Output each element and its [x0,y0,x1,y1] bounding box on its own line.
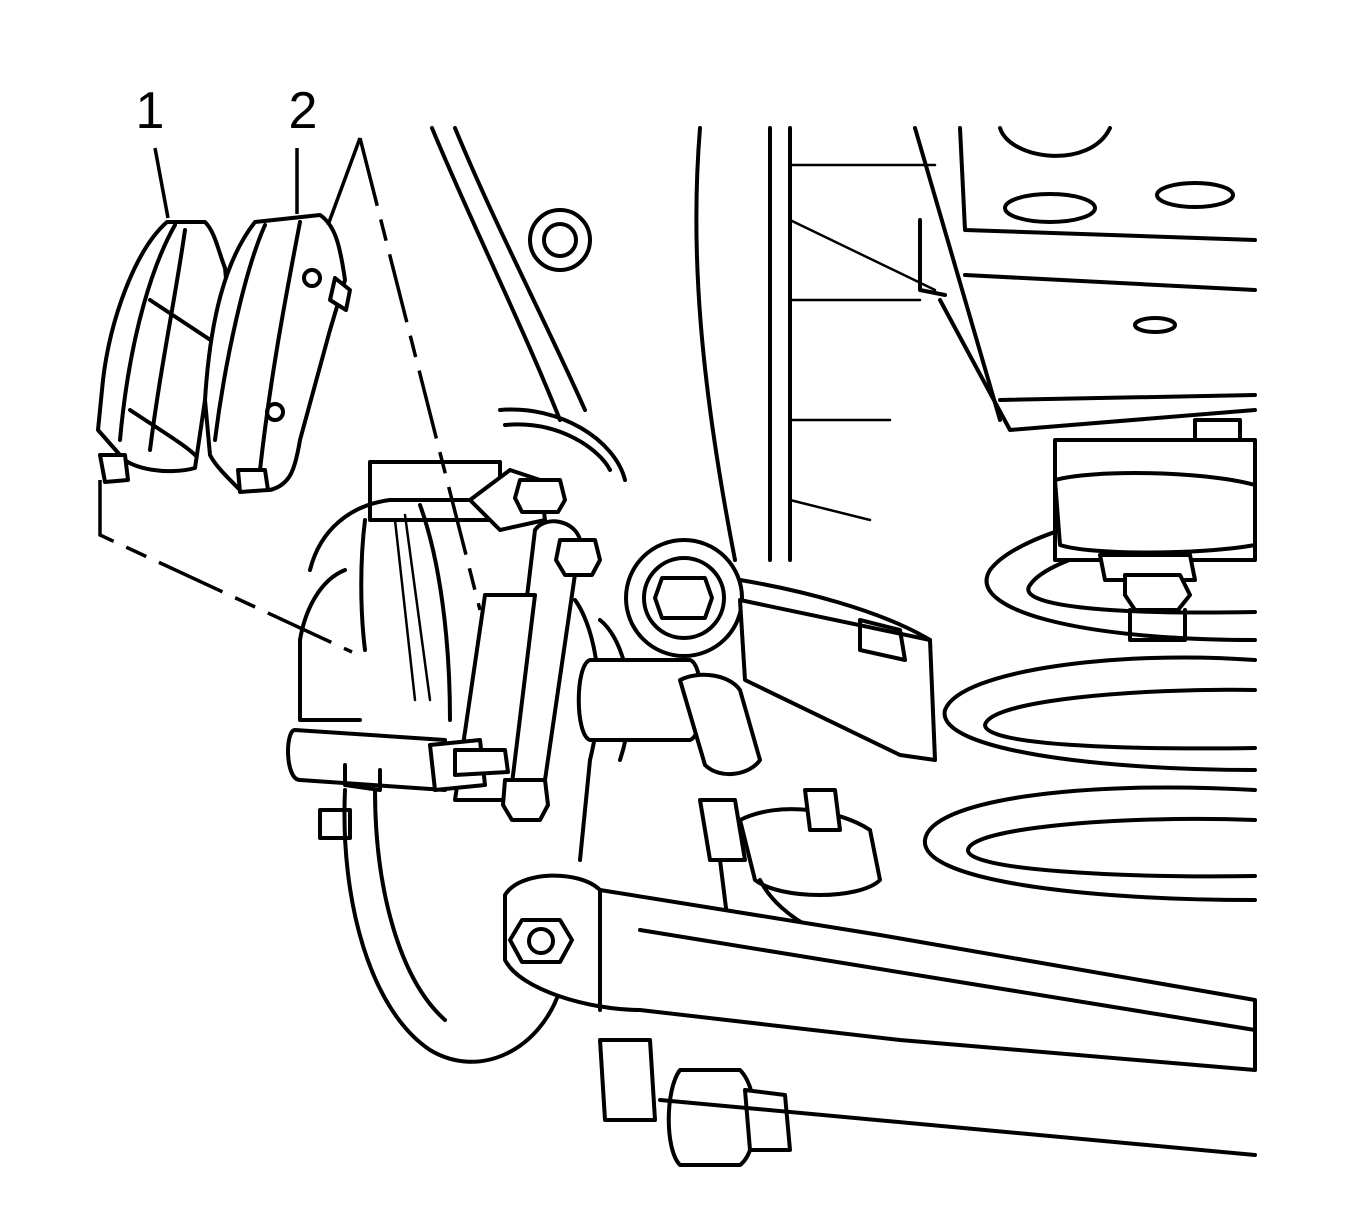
bushing-bolt [653,576,714,620]
lateral-link-bushing [576,538,937,762]
coil-spring [922,502,1257,902]
installation-path-upper [358,137,482,611]
caliper-pin [286,728,447,792]
steering-knuckle [428,468,632,862]
inner-brake-pad [96,220,230,484]
brake-rotor [342,407,627,1064]
strut-nut [1123,573,1192,612]
callout-2: 2 [289,82,318,140]
leader-1 [153,147,170,219]
pad-wear-sensor [98,453,130,484]
knuckle-lower-nut [501,778,550,822]
outer-brake-pad [203,213,352,494]
lower-control-arm [503,873,1257,1167]
knuckle-upper-nut [513,478,567,514]
leader-2-branch [326,137,362,226]
caliper-bracket [286,460,502,840]
upper-body-panel [913,126,1257,462]
callout-leaders [98,137,482,654]
installation-path-lower [98,480,353,654]
lower-arm-bolt [508,918,574,964]
callout-1: 1 [136,82,165,140]
lower-arm-bushing [666,1068,757,1167]
strut-mount [1053,438,1257,642]
wheel-well-housing [430,126,937,562]
